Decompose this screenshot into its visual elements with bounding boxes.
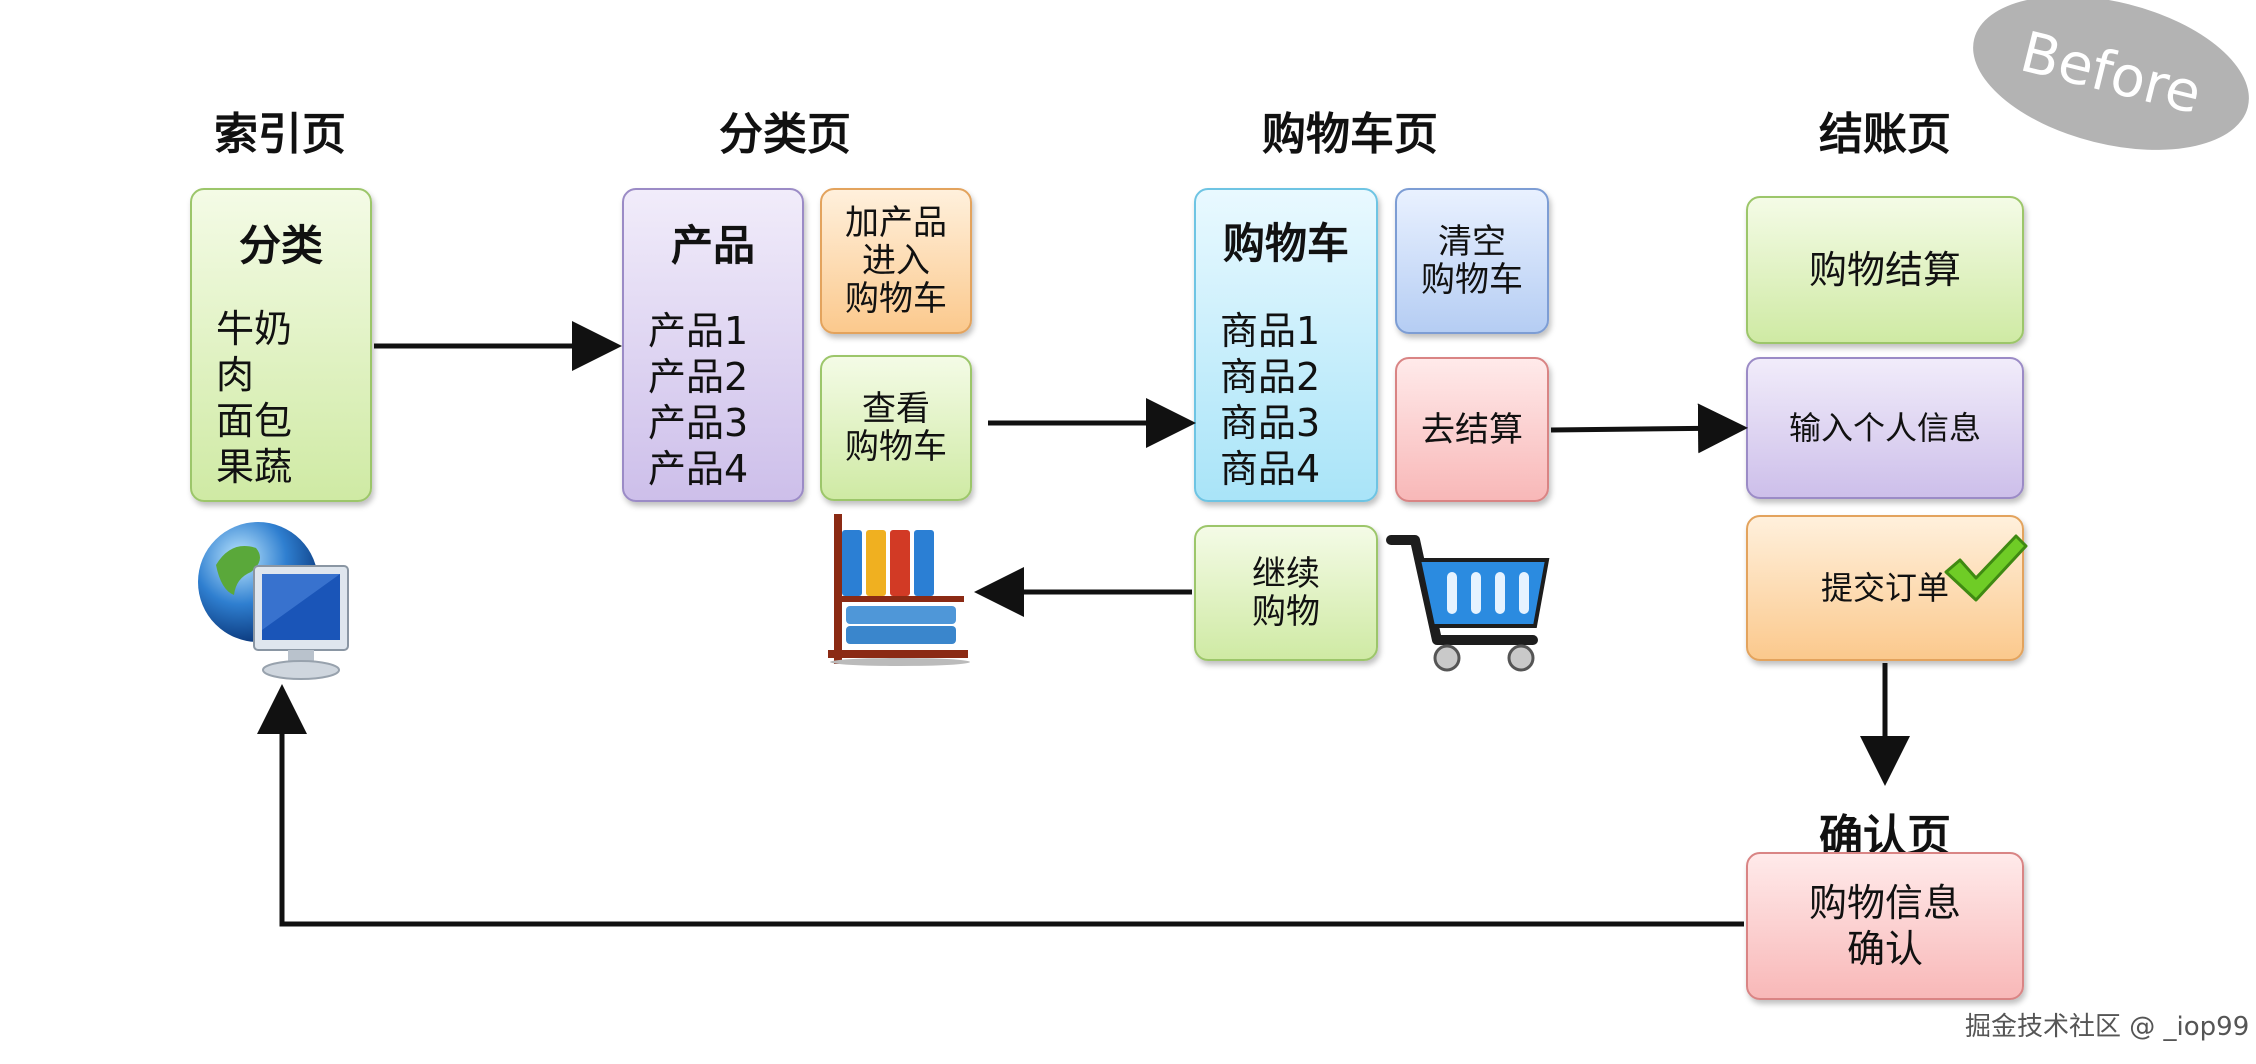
confirm-info-box: 购物信息确认 bbox=[1746, 852, 2024, 1000]
checkout-step-label: 购物结算 bbox=[1808, 248, 1961, 292]
checkout-step-personal-info: 输入个人信息 bbox=[1746, 357, 2024, 499]
section-title-checkout: 结账页 bbox=[1819, 109, 1951, 160]
section-title-index: 索引页 bbox=[214, 109, 346, 160]
cart-list-title: 购物车 bbox=[1222, 219, 1349, 268]
cart-item: 商品4 bbox=[1220, 447, 1321, 491]
checkmark-icon bbox=[1944, 534, 2028, 602]
bookshelf-icon bbox=[828, 514, 970, 666]
category-item: 肉 bbox=[216, 353, 255, 397]
clear-cart-label: 清空购物车 bbox=[1421, 222, 1523, 300]
section-title-category: 分类页 bbox=[719, 109, 851, 160]
product-item: 产品3 bbox=[648, 401, 749, 445]
product-list: 产品1 产品2 产品3 产品4 bbox=[648, 308, 748, 492]
category-item: 面包 bbox=[216, 399, 293, 443]
checkout-step-settlement: 购物结算 bbox=[1746, 196, 2024, 344]
cart-item: 商品2 bbox=[1220, 355, 1321, 399]
add-to-cart-box: 加产品进入购物车 bbox=[820, 188, 972, 334]
arrow-checkout-to-info bbox=[1550, 403, 1748, 454]
cart-item: 商品3 bbox=[1220, 401, 1321, 445]
go-checkout-label: 去结算 bbox=[1421, 409, 1523, 450]
checkout-step-label: 输入个人信息 bbox=[1788, 409, 1981, 447]
cart-list-box: 购物车 商品1 商品2 商品3 商品4 bbox=[1194, 188, 1378, 502]
product-item: 产品2 bbox=[648, 355, 749, 399]
globe-computer-icon bbox=[198, 522, 349, 680]
continue-shopping-label: 继续购物 bbox=[1252, 554, 1320, 632]
section-title-cart: 购物车页 bbox=[1262, 109, 1438, 160]
view-cart-label: 查看购物车 bbox=[845, 389, 947, 467]
category-list-title: 分类 bbox=[238, 221, 323, 270]
view-cart-box: 查看购物车 bbox=[820, 355, 972, 501]
cart-list: 商品1 商品2 商品3 商品4 bbox=[1220, 308, 1320, 492]
add-to-cart-line: 加产品进入购物车 bbox=[845, 203, 947, 319]
product-item: 产品4 bbox=[648, 447, 749, 491]
watermark: 掘金技术社区 @ _iop99 bbox=[1965, 1012, 2250, 1042]
clear-cart-box: 清空购物车 bbox=[1395, 188, 1549, 334]
checkout-step-label: 提交订单 bbox=[1820, 569, 1949, 607]
arrow-confirm-to-index bbox=[257, 684, 1744, 927]
product-list-title: 产品 bbox=[670, 221, 755, 270]
continue-shopping-box: 继续购物 bbox=[1194, 525, 1378, 661]
category-item: 果蔬 bbox=[216, 445, 293, 489]
category-list: 牛奶 肉 面包 果蔬 bbox=[216, 306, 292, 490]
product-list-box: 产品 产品1 产品2 产品3 产品4 bbox=[622, 188, 804, 502]
shopping-cart-icon bbox=[1386, 535, 1550, 672]
category-item: 牛奶 bbox=[216, 307, 293, 351]
category-list-box: 分类 牛奶 肉 面包 果蔬 bbox=[190, 188, 372, 502]
confirm-info-label: 购物信息确认 bbox=[1808, 881, 1961, 971]
product-item: 产品1 bbox=[648, 309, 749, 353]
go-checkout-box: 去结算 bbox=[1395, 357, 1549, 502]
cart-item: 商品1 bbox=[1220, 309, 1321, 353]
